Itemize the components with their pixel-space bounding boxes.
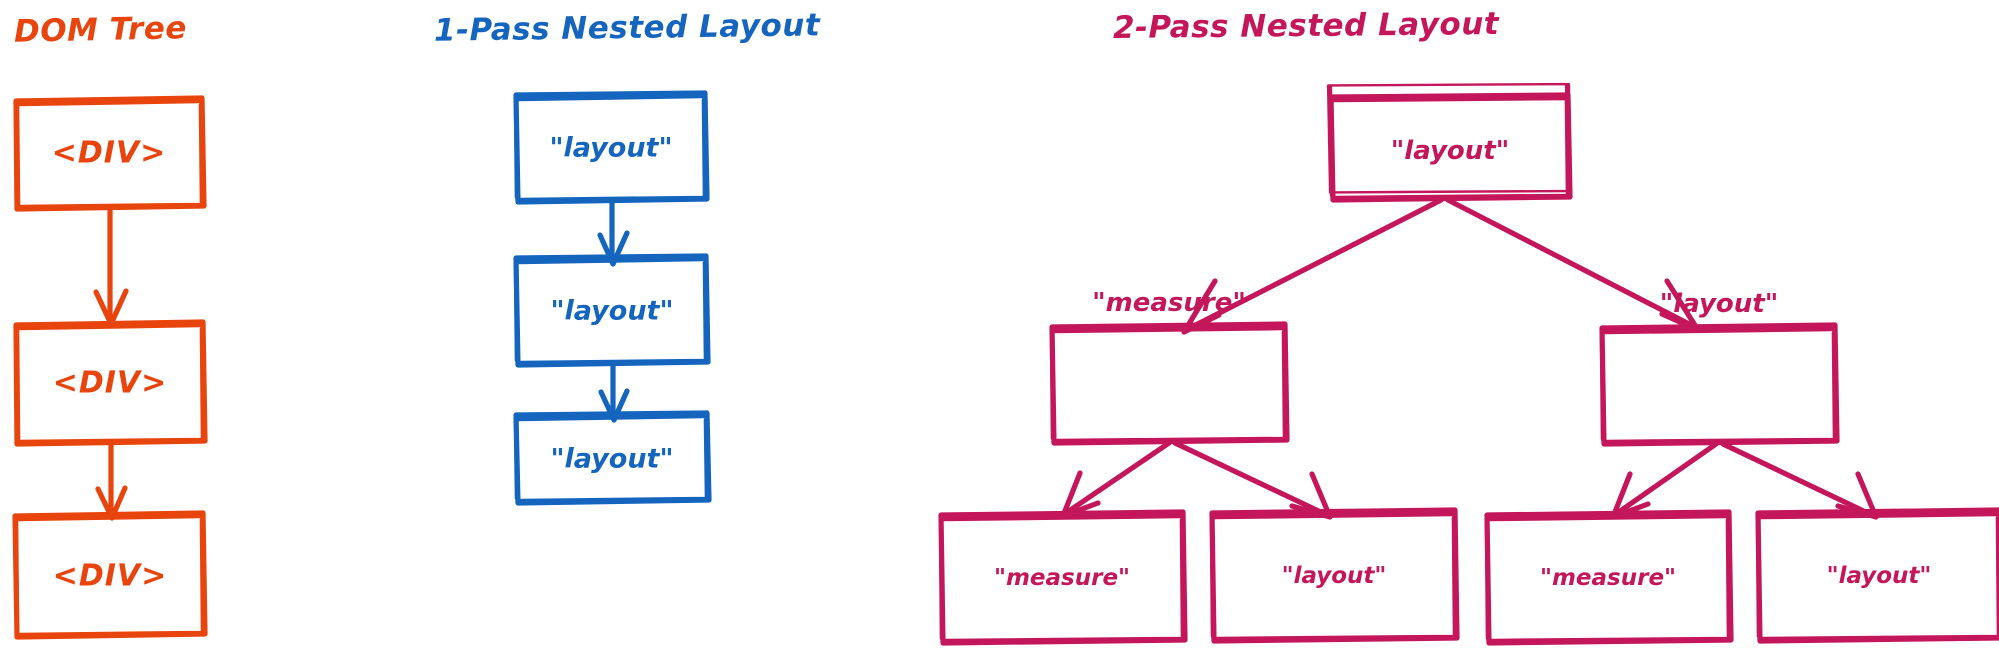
onepass-node-1-box — [513, 90, 710, 205]
dom-node-1-box — [13, 95, 207, 212]
twopass-midleft-box — [1049, 321, 1290, 446]
panel-title-one-pass: 1-Pass Nested Layout — [433, 7, 821, 49]
twopass-edge-midleft-leaf2 — [1172, 440, 1333, 520]
twopass-root-box-outline — [1328, 92, 1573, 203]
one-pass-group — [513, 90, 712, 506]
panel-title-dom-tree: DOM Tree — [13, 10, 188, 50]
twopass-leaf-1-box — [938, 509, 1188, 646]
twopass-leaf-3-box — [1484, 509, 1734, 646]
twopass-edge-midright-leaf4 — [1720, 441, 1879, 520]
twopass-edge-root-midright — [1445, 197, 1701, 333]
onepass-node-3-box — [513, 410, 712, 506]
panel-title-two-pass: 2-Pass Nested Layout — [1112, 5, 1500, 47]
dom-node-3-box — [12, 510, 208, 640]
twopass-edge-root-midleft — [1181, 197, 1444, 335]
twopass-leaf-4-box — [1755, 507, 1999, 644]
dom-tree-group — [12, 95, 208, 640]
two-pass-group — [938, 82, 1999, 646]
twopass-leaf-2-box — [1209, 507, 1460, 644]
dom-edge-1-arrow — [93, 207, 129, 327]
twopass-edge-midright-leaf3 — [1610, 441, 1719, 520]
dom-node-2-box — [13, 319, 208, 447]
twopass-edge-midleft-leaf1 — [1060, 440, 1172, 519]
dom-edge-2-arrow — [95, 441, 128, 521]
onepass-node-2-box — [513, 253, 711, 368]
twopass-midright-box — [1599, 322, 1840, 447]
